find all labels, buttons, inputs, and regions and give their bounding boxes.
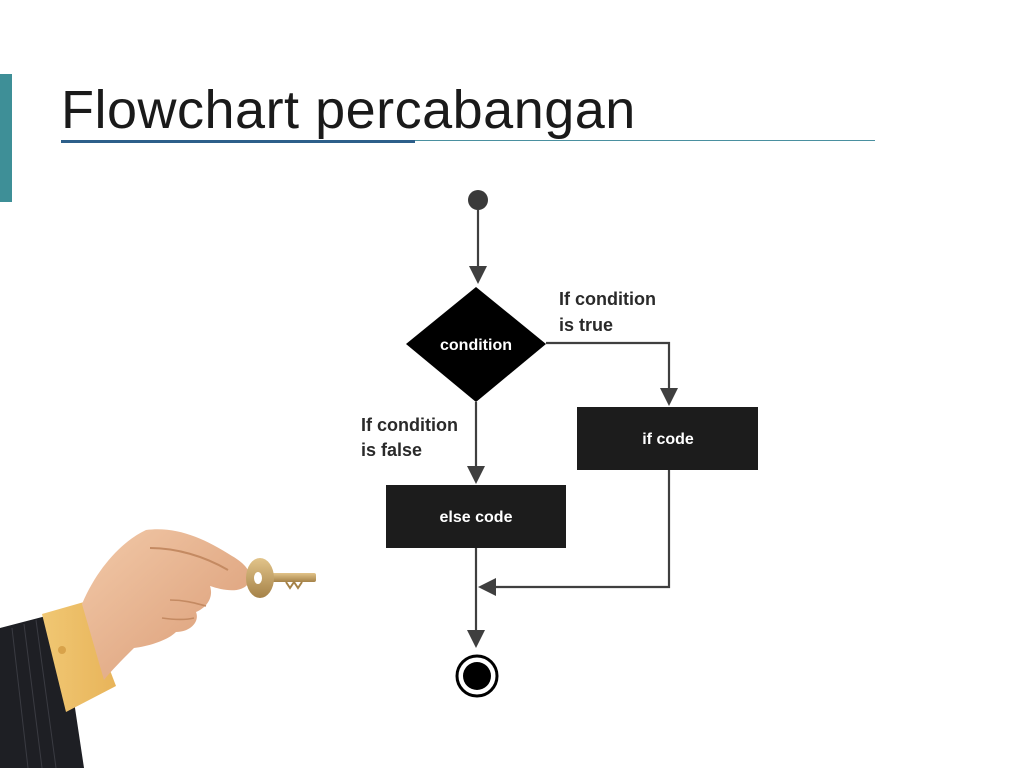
key-blade	[272, 573, 316, 582]
cuff-button	[58, 646, 66, 654]
end-node-inner	[463, 662, 491, 690]
accent-bar	[0, 74, 12, 202]
condition-node	[406, 287, 546, 402]
shirt-cuff	[42, 602, 116, 712]
true-branch-label-line1: If condition	[559, 289, 656, 309]
hand	[82, 529, 251, 680]
slide-title: Flowchart percabangan	[61, 80, 636, 140]
finger-creases	[161, 599, 207, 621]
arrowhead-else-code	[467, 466, 485, 484]
if-code-node-label: if code	[642, 431, 694, 448]
arrowhead-if-code	[660, 388, 678, 406]
start-node	[468, 190, 488, 210]
key-teeth	[285, 580, 303, 590]
false-branch-label-line1: If condition	[361, 415, 458, 435]
edge-if-to-merge	[494, 470, 671, 589]
arrowhead-merge	[478, 578, 496, 596]
title-underline	[61, 140, 875, 141]
arrowhead-condition	[469, 266, 487, 284]
hand-holding-key-image	[0, 529, 316, 768]
suit-stripes	[11, 619, 57, 768]
key-bow-hole	[254, 572, 262, 584]
thumb-crease	[149, 547, 229, 571]
true-branch-label-line2: is true	[559, 315, 613, 335]
false-branch-label-line2: is false	[361, 440, 422, 460]
else-code-node	[386, 485, 566, 548]
arrowhead-end	[467, 630, 485, 648]
edge-true-branch	[546, 341, 671, 390]
if-code-node	[577, 407, 758, 470]
title-underline-accent	[61, 140, 415, 143]
suit-sleeve	[0, 616, 84, 768]
condition-node-label: condition	[440, 337, 512, 354]
else-code-node-label: else code	[440, 509, 513, 526]
